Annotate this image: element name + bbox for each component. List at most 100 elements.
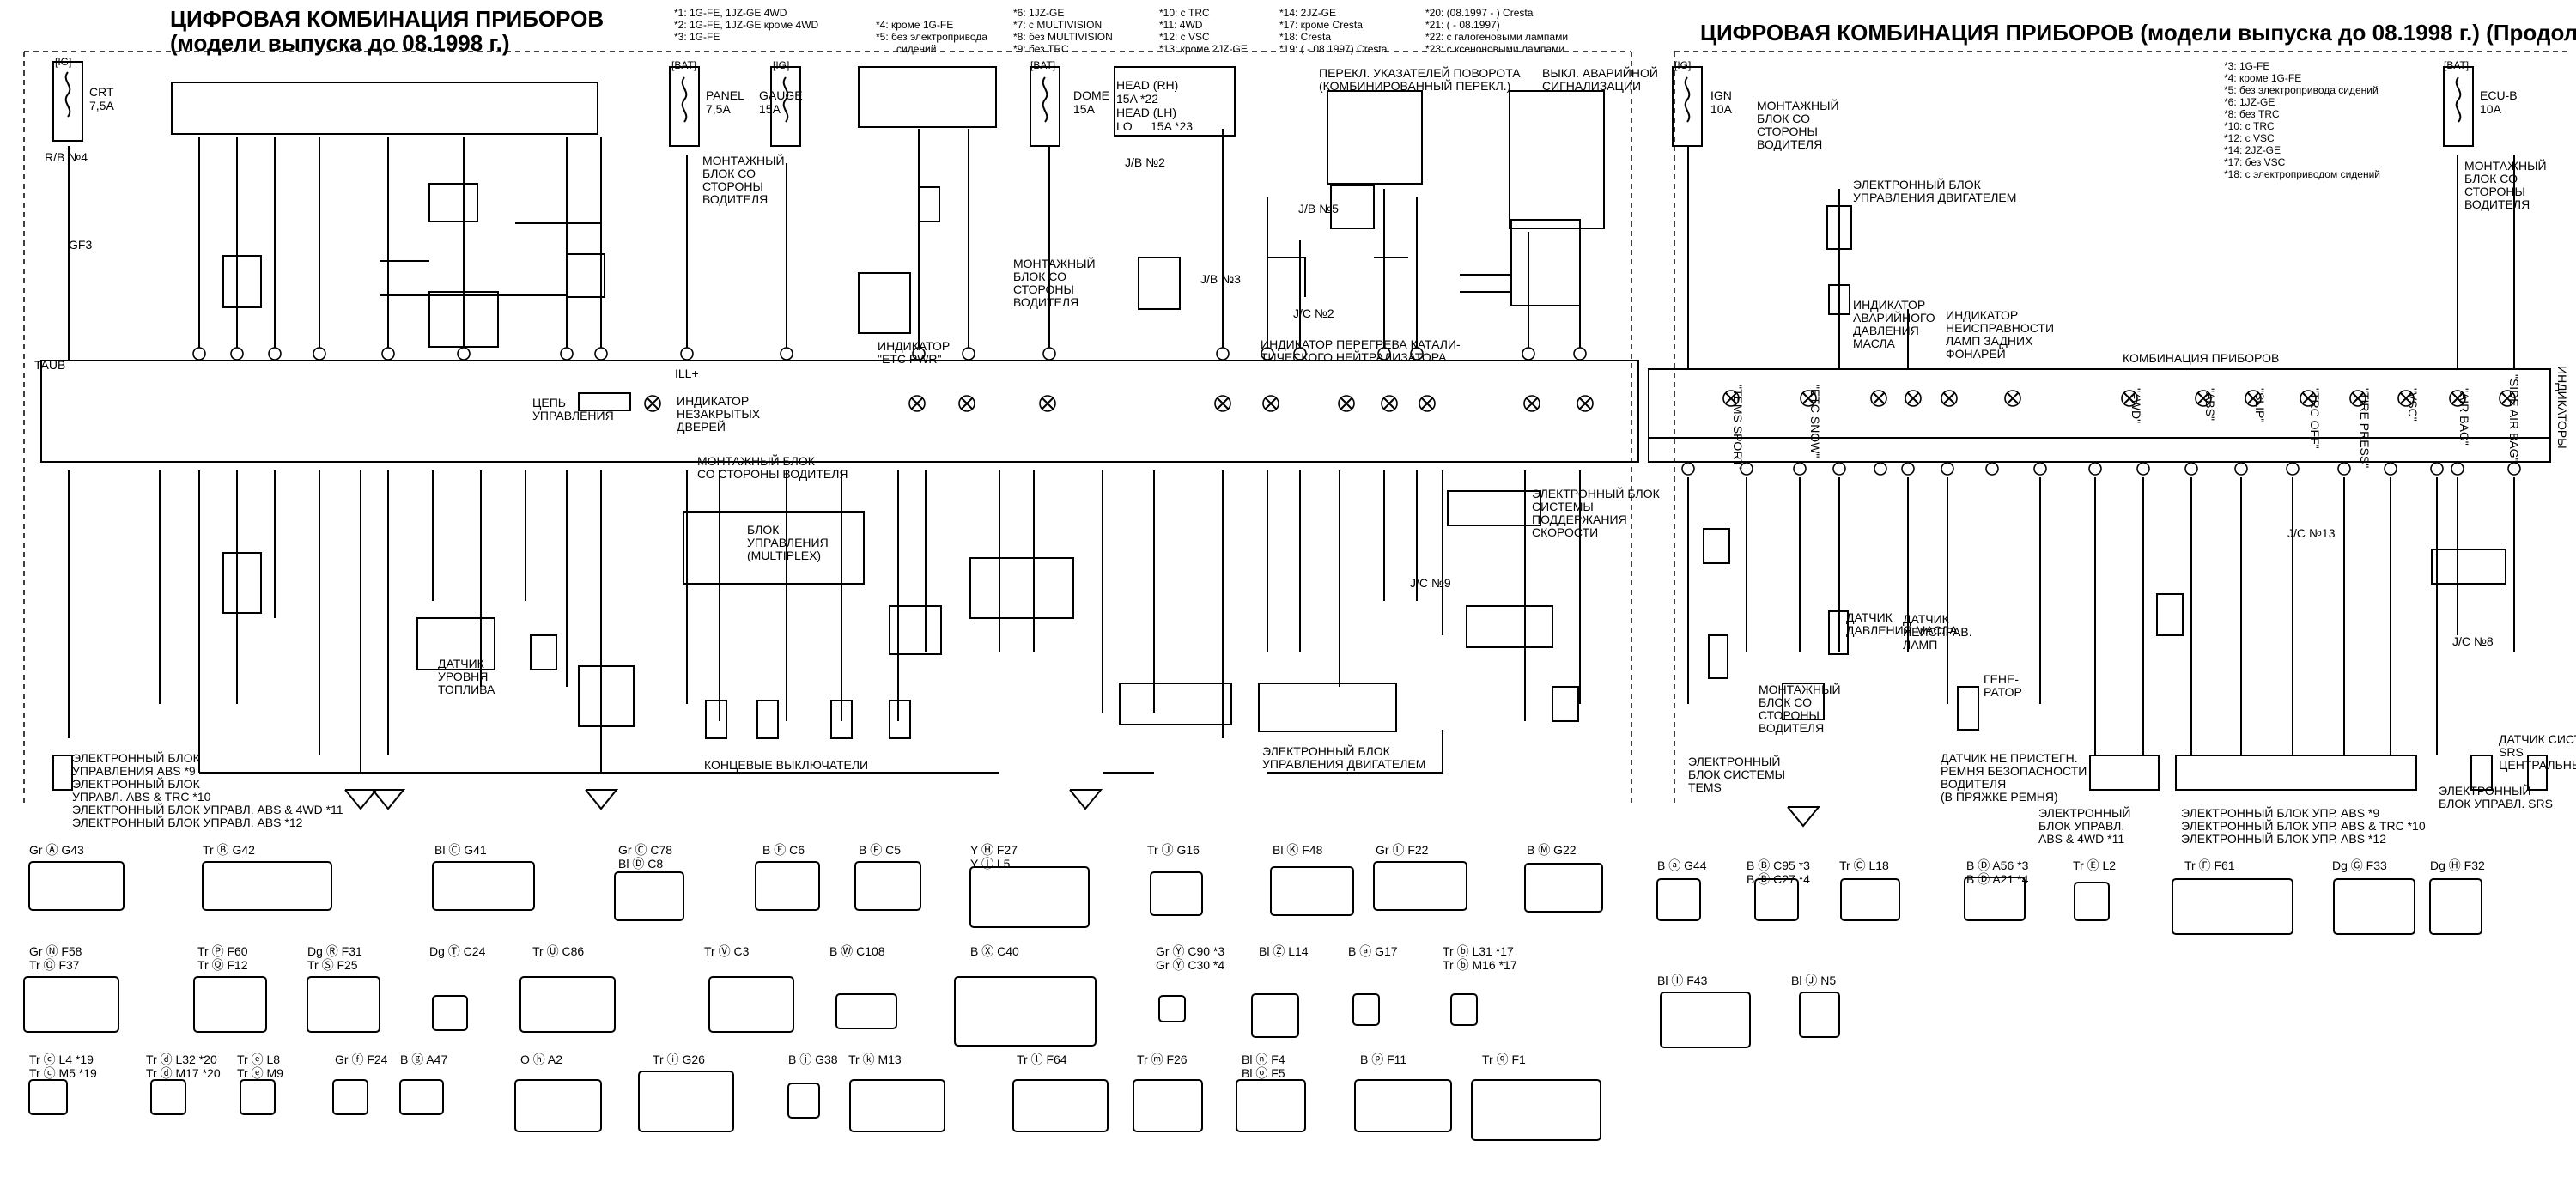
fuse-element bbox=[1042, 76, 1048, 123]
connector-caption: Dg Ⓗ F32 bbox=[2430, 858, 2485, 872]
lamp-x bbox=[2197, 392, 2209, 404]
cluster-pin-right bbox=[2430, 462, 2444, 476]
connector-outline bbox=[787, 1083, 820, 1119]
cluster-pin bbox=[680, 347, 694, 361]
connector-caption: B Ⓕ C5 bbox=[859, 843, 902, 857]
connector-caption: B ⓐ G44 bbox=[1657, 858, 1707, 872]
trc-off-label: "TRC OFF" bbox=[2308, 388, 2322, 449]
cluster-pin bbox=[230, 347, 244, 361]
connector-caption: Gr Ⓛ F22 bbox=[1376, 843, 1429, 857]
jb3-block-left2 bbox=[428, 291, 499, 348]
jb3-right-bottom bbox=[1703, 528, 1730, 564]
cluster-pin-right bbox=[2088, 462, 2102, 476]
lamp-sensor-label: ДАТЧИК НЕИСПРАВ. ЛАМП bbox=[1903, 612, 1972, 652]
notes-col-6: *20: (08.1997 - ) Cresta*21: ( - 08.1997… bbox=[1425, 7, 1569, 55]
lamp-x bbox=[647, 397, 659, 410]
connector-outline bbox=[28, 1079, 68, 1115]
jb5-label-mid: J/B №5 bbox=[1298, 202, 1339, 215]
cluster-pin bbox=[912, 347, 926, 361]
pin-taub: TAUB bbox=[34, 358, 66, 372]
fuse-box bbox=[669, 66, 700, 147]
lamp-x bbox=[1579, 397, 1591, 410]
fuse-dome-source: [BAT] bbox=[1030, 59, 1056, 71]
connector-caption: Tr Ⓑ G42 bbox=[203, 843, 255, 857]
jc8-label: J/C №8 bbox=[2452, 634, 2494, 648]
jb3-mid bbox=[1138, 257, 1181, 310]
connector-caption: Tr Ⓙ G16 bbox=[1147, 843, 1200, 857]
connector-caption: Tr ⓘ G26 bbox=[653, 1053, 705, 1066]
cluster-pin-right bbox=[1793, 462, 1807, 476]
lamp-x bbox=[1217, 397, 1229, 410]
cluster-pin bbox=[1573, 347, 1587, 361]
connector-caption: Gr Ⓨ C90 *3 Gr Ⓨ C30 *4 bbox=[1156, 944, 1225, 972]
door-switch bbox=[705, 700, 727, 739]
cluster-pin-right bbox=[2234, 462, 2248, 476]
jb3-mount-driver bbox=[578, 665, 635, 727]
jb3-block bbox=[858, 66, 997, 128]
connector-outline bbox=[150, 1079, 186, 1115]
connector-outline bbox=[28, 861, 125, 911]
connector-outline bbox=[969, 866, 1090, 928]
srs-connector bbox=[2431, 549, 2506, 585]
oil-sensor-label: ДАТЧИК ДАВЛЕНИЯ МАСЛА bbox=[1846, 610, 1958, 637]
jc9-label: J/C №9 bbox=[1410, 576, 1451, 590]
connector-outline bbox=[2074, 882, 2110, 921]
cluster-pin bbox=[1522, 347, 1535, 361]
fuse-crt-source: [IG] bbox=[55, 56, 72, 68]
indicators-right-label: ИНДИКАТОРЫ bbox=[2555, 366, 2569, 449]
cluster-pin bbox=[962, 347, 975, 361]
cluster-pin-right bbox=[1740, 462, 1753, 476]
jb3-bottom-mid bbox=[889, 605, 942, 655]
side-air-bag-label: "SIDE AIR BAG" bbox=[2507, 374, 2521, 463]
fuse-panel-rating: 7,5A bbox=[706, 102, 731, 116]
connector-outline bbox=[1373, 861, 1467, 911]
connector-outline bbox=[514, 1079, 602, 1132]
connector-outline bbox=[1799, 992, 1840, 1038]
fuse-box bbox=[1030, 66, 1060, 147]
oil-indicator-label: ИНДИКАТОР АВАРИЙНОГО ДАВЛЕНИЯ МАСЛА bbox=[1853, 298, 1935, 350]
cluster-pin bbox=[1410, 347, 1424, 361]
cluster-pin bbox=[780, 347, 793, 361]
connector-caption: O ⓗ A2 bbox=[520, 1053, 563, 1066]
top-switch-connector bbox=[171, 82, 598, 135]
lamp-x bbox=[2400, 392, 2412, 404]
cluster-pin bbox=[268, 347, 282, 361]
connector-outline bbox=[954, 976, 1097, 1047]
cluster-pin bbox=[560, 347, 574, 361]
abs-ecu-connector bbox=[52, 755, 73, 791]
mount-left-label: МОНТАЖНЫЙ БЛОК СО СТОРОНЫ ВОДИТЕЛЯ bbox=[702, 154, 785, 206]
notes-col-4: *10: с TRC*11: 4WD*12: с VSC*13: кроме 2… bbox=[1159, 7, 1248, 55]
connector-caption: B ⓐ G17 bbox=[1348, 944, 1398, 958]
jb5-mid bbox=[1330, 185, 1375, 229]
cluster-pin-right bbox=[1681, 462, 1695, 476]
connector-outline bbox=[1964, 877, 2026, 921]
jc-right bbox=[1828, 284, 1850, 315]
connector-caption: Tr Ⓤ C86 bbox=[532, 944, 585, 958]
mount-mid-label: МОНТАЖНЫЙ БЛОК СО СТОРОНЫ ВОДИТЕЛЯ bbox=[1013, 257, 1096, 309]
cluster-pin-right bbox=[2337, 462, 2351, 476]
connector-caption: B Ⓑ C95 *3 B Ⓑ C27 *4 bbox=[1747, 858, 1810, 886]
connector-caption: B Ⓦ C108 bbox=[829, 944, 885, 958]
connector-caption: Tr ⓔ L8 Tr ⓔ M9 bbox=[237, 1053, 283, 1080]
instrument-cluster-right bbox=[1648, 368, 2551, 463]
connector-caption: Tr ⓒ L4 *19 Tr ⓒ M5 *19 bbox=[29, 1053, 97, 1080]
pin-ill: ILL+ bbox=[675, 367, 699, 380]
relay-block bbox=[566, 253, 605, 298]
ground-symbol bbox=[372, 789, 406, 810]
fuse-panel-name: PANEL bbox=[706, 88, 744, 102]
jb5-bottom-mid bbox=[969, 557, 1074, 619]
generator-label: ГЕНЕ- РАТОР bbox=[1984, 672, 2022, 699]
connector-outline bbox=[1450, 993, 1478, 1026]
head-fuses-block bbox=[1114, 66, 1236, 137]
cluster-pin-right bbox=[2136, 462, 2150, 476]
wire bbox=[1267, 730, 1443, 774]
jb2-label: J/B №2 bbox=[1125, 155, 1165, 169]
cluster-pin bbox=[192, 347, 206, 361]
connector-caption: Tr ⓓ L32 *20 Tr ⓓ M17 *20 bbox=[146, 1053, 221, 1080]
vsc-label: "VSC" bbox=[2406, 388, 2420, 422]
cluster-right-label: КОМБИНАЦИЯ ПРИБОРОВ bbox=[2123, 351, 2280, 365]
connector-outline bbox=[332, 1079, 368, 1115]
engine-ecu-box bbox=[1258, 683, 1397, 732]
connector-caption: B Ⓔ C6 bbox=[762, 843, 805, 857]
